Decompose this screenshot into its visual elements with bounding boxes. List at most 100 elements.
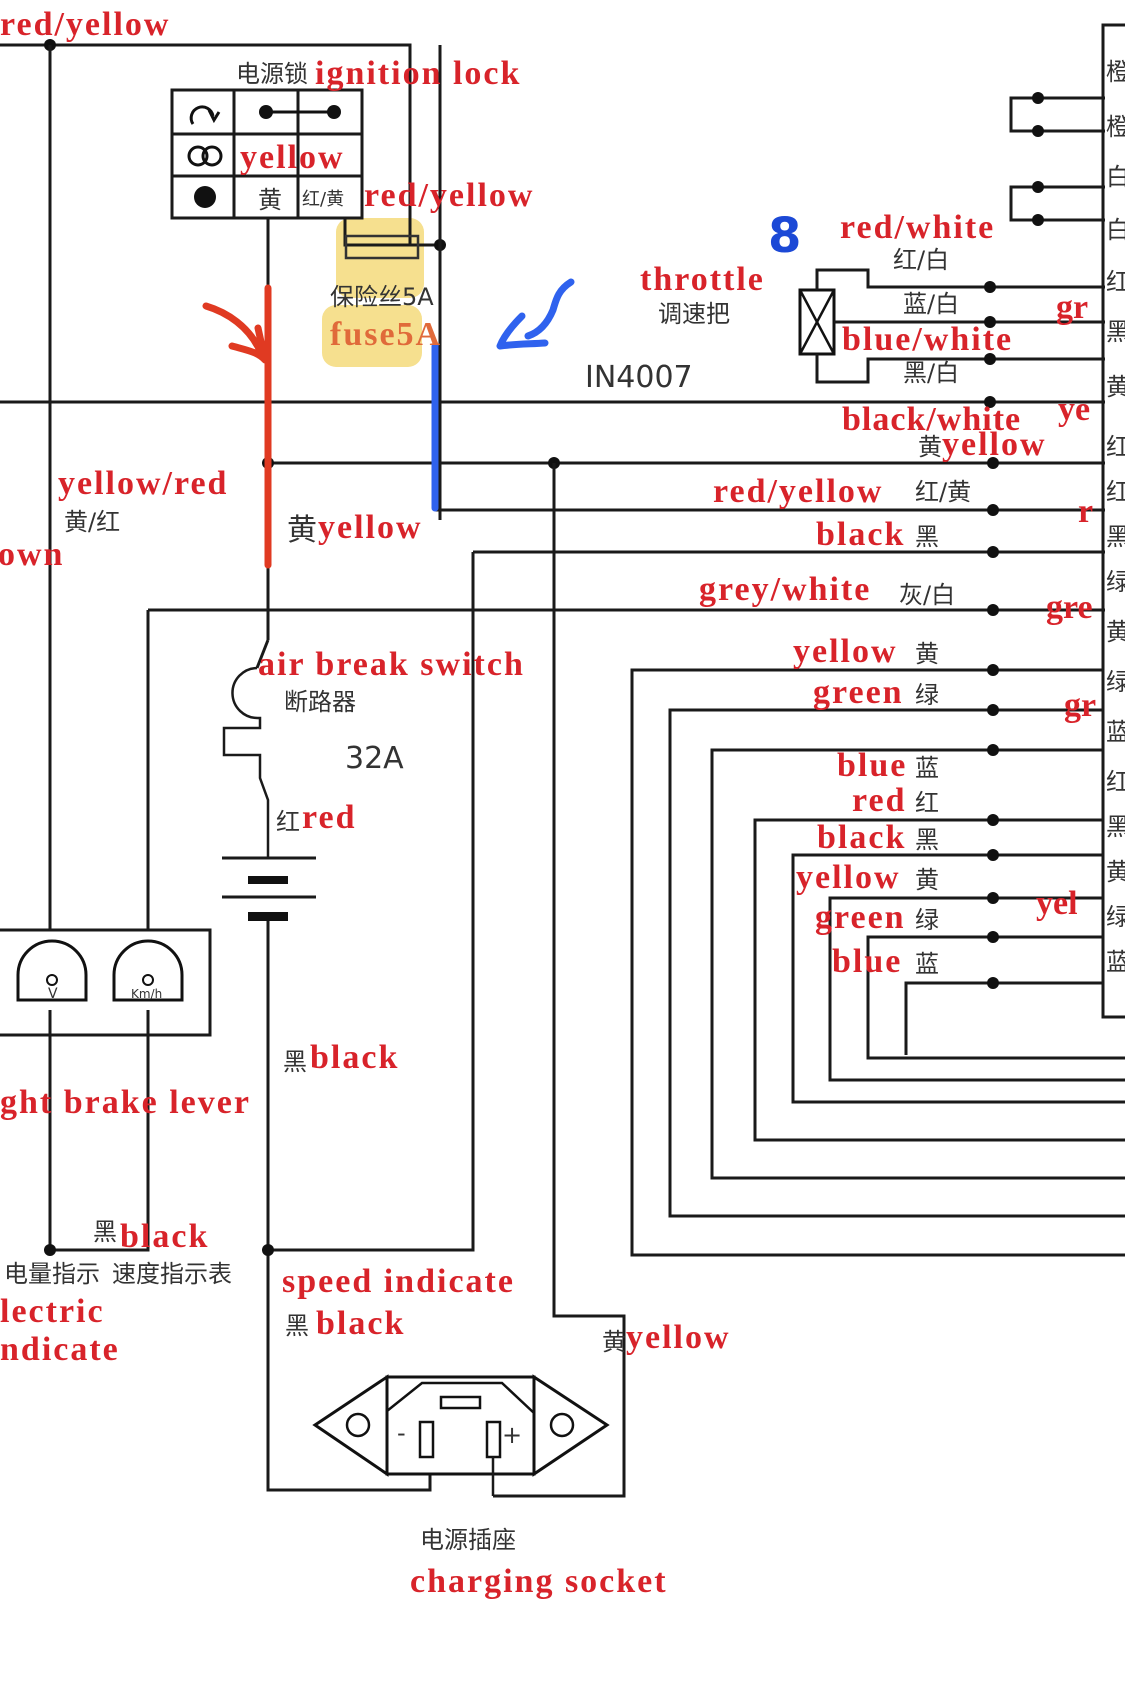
lock-icon [187,145,223,167]
throttle-symbol [798,268,1105,408]
ignition-lock-table: 黄 红/黄 [170,88,364,220]
svg-text:ignition lock: ignition lock [315,55,521,92]
svg-text:蓝/白: 蓝/白 [903,290,959,318]
wire-label: grey/white 灰/白 [699,571,955,609]
svg-text:灰/白: 灰/白 [899,581,955,609]
svg-text:红/白: 红/白 [893,246,949,274]
labels: red/yellow 电源锁 ignition lock yellow red/… [0,6,1021,1600]
nested-loop-wires [630,457,1125,1257]
svg-text:蓝: 蓝 [915,950,939,978]
svg-text:黄: 黄 [602,1328,626,1356]
svg-text:yellow: yellow [796,859,901,896]
wire-label: blue 蓝 [832,943,939,980]
wires [0,39,1105,1498]
controller-wire-labels: 黄 yellow red/yellow 红/黄 black 黑 grey/whi… [699,426,1047,980]
svg-text:blue: blue [832,943,902,980]
svg-text:red/white: red/white [840,209,995,246]
svg-text:黄: 黄 [915,866,939,894]
wire-label: red 红 [852,782,939,819]
svg-text:红/黄: 红/黄 [915,478,971,506]
svg-text:black: black [817,819,906,856]
fuse-symbol [344,234,420,260]
svg-text:红: 红 [276,808,300,836]
controller-pin-en-fragment: yel [1036,885,1078,922]
fuse-label-highlight [322,305,422,367]
svg-text:green: green [813,674,904,711]
controller-pin-label: 红 [1106,433,1125,461]
controller-pin-label: 绿 [1106,903,1125,931]
wire-label: yellow 黄 [796,859,939,896]
svg-text:blue/white: blue/white [842,321,1013,358]
red-arrow-icon [202,302,269,364]
svg-text:black: black [316,1305,405,1342]
off-dot-icon [194,186,216,208]
svg-text:red/yellow: red/yellow [364,177,534,214]
svg-text:yellow/red: yellow/red [58,465,228,502]
svg-text:绿: 绿 [915,906,939,934]
svg-text:蓝: 蓝 [915,754,939,782]
svg-text:blue: blue [837,747,907,784]
wire-label: black 黑 [817,819,939,856]
wire-label: green 绿 [815,899,939,936]
svg-text:黑/白: 黑/白 [903,359,959,387]
svg-text:黑: 黑 [285,1312,309,1340]
controller-pin-label: 黑 [1106,318,1125,346]
svg-text:黑: 黑 [93,1218,117,1246]
svg-text:charging socket: charging socket [410,1563,668,1600]
wire-label: 黄 yellow [918,426,1047,463]
wire-label: black 黑 [816,516,939,553]
svg-text:红: 红 [915,789,939,817]
svg-text:ght brake lever: ght brake lever [0,1084,251,1121]
controller-pin-label: 红 [1106,478,1125,506]
wire-label: blue 蓝 [837,747,939,784]
gauge-panel: V Km/h [0,928,212,1037]
svg-text:绿: 绿 [915,681,939,709]
svg-text:32A: 32A [345,741,404,776]
wire-label: green 绿 [813,674,939,711]
controller-pin-label: 白 [1106,163,1125,191]
svg-text:yellow: yellow [240,139,345,176]
svg-text:Km/h: Km/h [131,987,162,1001]
svg-text:black/white: black/white [842,401,1021,438]
svg-text:电源锁: 电源锁 [236,60,308,88]
svg-text:黑: 黑 [915,523,939,551]
controller-pin-label: 橙 [1106,58,1125,86]
controller-pin-label: 绿 [1106,568,1125,596]
controller-pin-label: 黄 [1106,858,1125,886]
wire-label: yellow 黄 [793,633,939,670]
svg-text:yellow: yellow [942,426,1047,463]
charging-socket-symbol: - + [312,1374,610,1496]
svg-text:yellow: yellow [626,1319,731,1356]
svg-text:8: 8 [768,208,801,264]
svg-text:lectric: lectric [0,1293,105,1330]
svg-text:yellow: yellow [793,633,898,670]
battery-plate [248,912,288,921]
controller-pin-label: 橙 [1106,113,1125,141]
controller-pin-en-fragment: r [1078,493,1093,530]
svg-text:red: red [302,799,356,836]
svg-text:throttle: throttle [640,261,765,298]
voltmeter-icon: V [16,939,88,1002]
svg-text:fuse5A: fuse5A [330,316,442,353]
lock-cell-yellow-cn: 黄 [258,186,282,214]
svg-text:own: own [0,536,64,573]
controller-pin-label: 蓝 [1106,948,1125,976]
svg-text:air break switch: air break switch [258,646,525,683]
svg-text:ndicate: ndicate [0,1331,120,1368]
controller-pin-label: 黑 [1106,813,1125,841]
svg-text:green: green [815,899,906,936]
controller-pin-en-fragment: gre [1046,589,1093,626]
svg-text:black: black [310,1039,399,1076]
blue-arrow-icon [496,278,575,350]
svg-text:+: + [502,1421,522,1449]
battery-plate [248,876,288,884]
connector-loops [1009,92,1105,226]
rotate-arrow-icon [207,109,221,124]
speedometer-icon: Km/h [112,939,184,1002]
svg-text:speed indicate: speed indicate [282,1263,515,1300]
controller-pin-label: 蓝 [1106,718,1125,746]
controller-pin-label: 绿 [1106,668,1125,696]
